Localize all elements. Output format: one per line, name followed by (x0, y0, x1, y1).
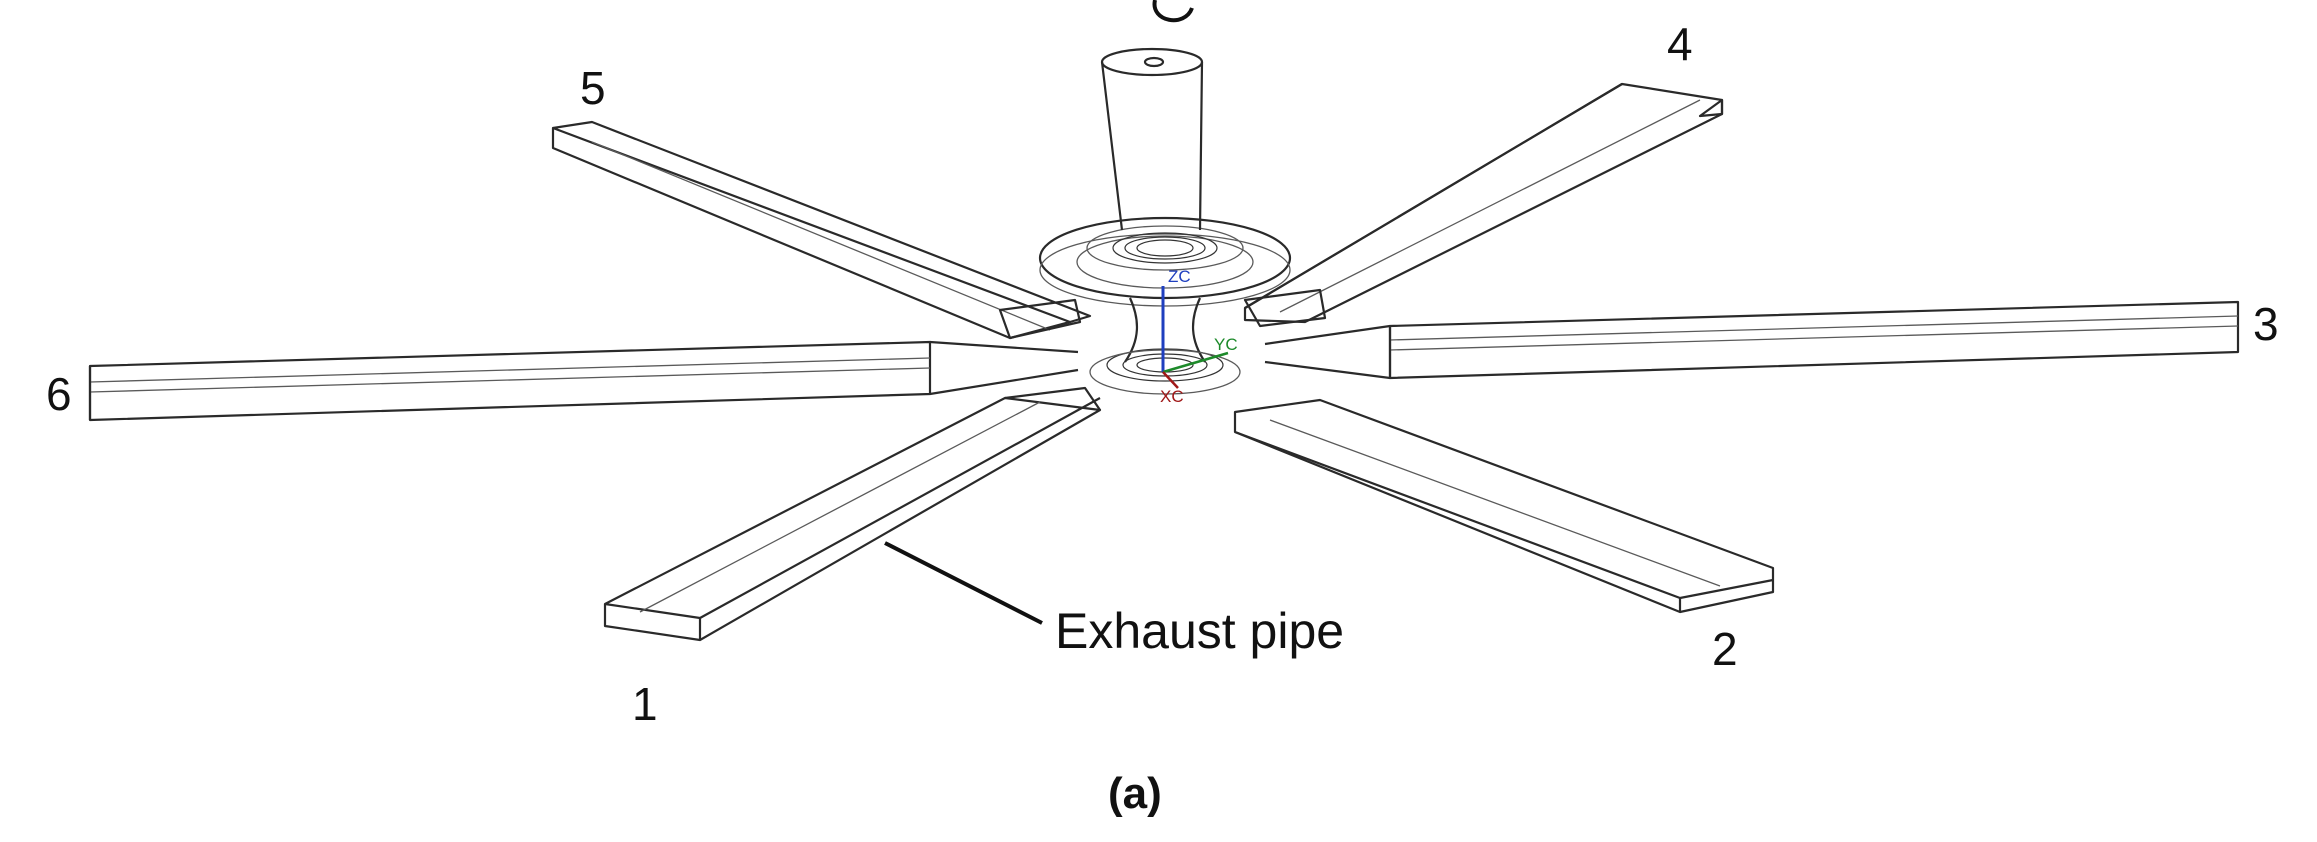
inlet-pipe (1100, 47, 1204, 231)
exhaust-arm-4 (1243, 82, 1724, 328)
arm-label-6: 6 (46, 368, 72, 420)
axis-label-z: ZC (1168, 267, 1191, 286)
exhaust-arm-1 (603, 386, 1102, 642)
exhaust-arm-2 (1233, 398, 1775, 614)
axis-label-x: XC (1160, 387, 1184, 406)
arm-label-5: 5 (580, 62, 606, 114)
y-axis-line (1162, 351, 1229, 374)
arm-label-2: 2 (1712, 623, 1738, 675)
figure-caption: (a) (1108, 769, 1162, 818)
exhaust-pipe-label: Exhaust pipe (1055, 603, 1344, 659)
exhaust-pipe-leader-line (884, 541, 1043, 625)
exhaust-arm-3 (1264, 300, 2240, 380)
axis-label-y: YC (1214, 335, 1238, 354)
exhaust-arm-6 (88, 340, 1079, 422)
central-hub (1038, 216, 1292, 395)
arm-label-4: 4 (1667, 18, 1693, 70)
arm-label-1: 1 (632, 678, 658, 730)
clipped-title-glyph (1152, 0, 1194, 23)
x-axis-line (1162, 371, 1179, 389)
exhaust-arm-5 (551, 120, 1092, 340)
arm-label-3: 3 (2253, 298, 2279, 350)
coordinate-axes: ZC YC XC (1160, 267, 1238, 406)
